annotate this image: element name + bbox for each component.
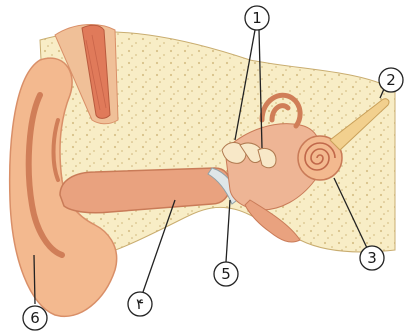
callout-6-label: 6 bbox=[30, 309, 40, 327]
callout-6: 6 bbox=[23, 306, 47, 330]
callout-1-label: 1 bbox=[252, 9, 262, 27]
callout-5-label: 5 bbox=[221, 265, 231, 283]
callout-2: 2 bbox=[379, 68, 403, 92]
callout-3-label: 3 bbox=[367, 249, 377, 267]
callout-4-label: ۴ bbox=[136, 295, 144, 313]
callout-4: ۴ bbox=[128, 292, 152, 316]
callout-3: 3 bbox=[360, 246, 384, 270]
callout-5: 5 bbox=[214, 262, 238, 286]
callout-2-label: 2 bbox=[386, 71, 396, 89]
callout-1: 1 bbox=[245, 6, 269, 30]
